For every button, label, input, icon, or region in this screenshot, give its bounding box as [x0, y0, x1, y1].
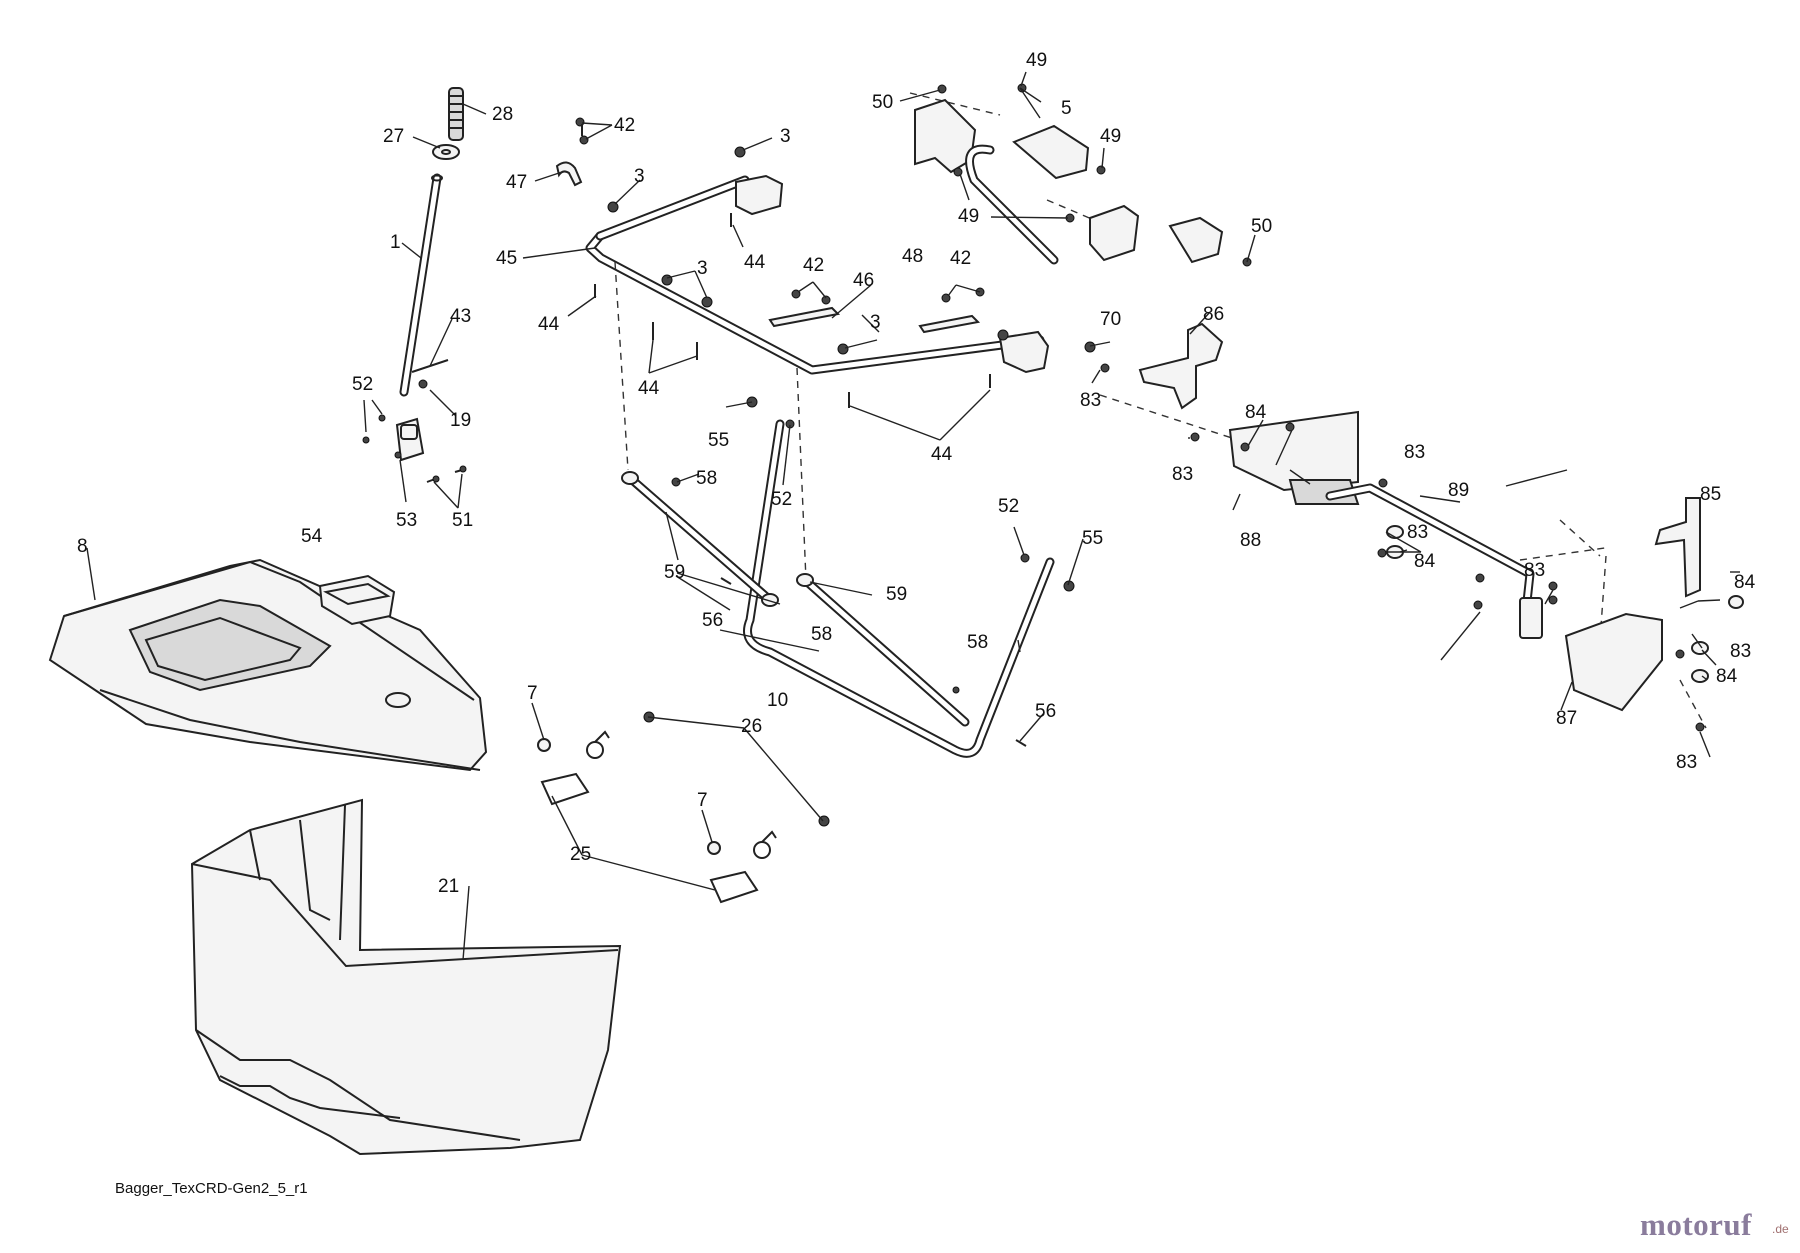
callout-19: 19 [450, 410, 471, 431]
callout-52: 52 [998, 496, 1019, 517]
callout-44: 44 [931, 444, 953, 465]
callout-5: 5 [1061, 98, 1072, 119]
brand-logo-tld: .de [1772, 1222, 1789, 1236]
callout-87: 87 [1556, 708, 1577, 729]
callout-3: 3 [634, 166, 645, 187]
leader-lines [86, 71, 1740, 961]
callout-7: 7 [697, 790, 708, 811]
callout-83: 83 [1080, 390, 1101, 411]
callout-51: 51 [452, 510, 473, 531]
callout-83: 83 [1172, 464, 1193, 485]
callout-83: 83 [1404, 442, 1425, 463]
callout-52: 52 [771, 489, 792, 510]
callout-83: 83 [1676, 752, 1697, 773]
diagram-caption: Bagger_TexCRD-Gen2_5_r1 [115, 1180, 308, 1197]
callout-84: 84 [1414, 551, 1436, 572]
callout-3: 3 [780, 126, 791, 147]
callout-21: 21 [438, 876, 459, 897]
callout-7: 7 [527, 683, 538, 704]
callout-58: 58 [967, 632, 988, 653]
callout-59: 59 [886, 584, 907, 605]
bracket-47-drawing [555, 117, 589, 187]
callout-83: 83 [1524, 560, 1545, 581]
callout-8: 8 [77, 536, 88, 557]
bag-lid-8-drawing [48, 558, 488, 772]
callout-44: 44 [744, 252, 766, 273]
callout-70: 70 [1100, 309, 1121, 330]
callout-26: 26 [741, 716, 762, 737]
callout-55: 55 [1082, 528, 1103, 549]
callout-54: 54 [301, 526, 323, 547]
callout-42: 42 [614, 115, 635, 136]
linkage-right-drawing [1084, 322, 1744, 732]
callout-59: 59 [664, 562, 685, 583]
callout-43: 43 [450, 306, 471, 327]
callout-86: 86 [1203, 304, 1224, 325]
brand-logo: motoruf [1640, 1207, 1752, 1242]
callout-49: 49 [1100, 126, 1121, 147]
callout-48: 48 [902, 246, 923, 267]
callout-85: 85 [1700, 484, 1721, 505]
callout-84: 84 [1245, 402, 1267, 423]
callout-49: 49 [958, 206, 979, 227]
callout-50: 50 [1251, 216, 1272, 237]
callout-50: 50 [872, 92, 893, 113]
callout-42: 42 [950, 248, 971, 269]
lower-frame-10-drawing [621, 396, 1075, 758]
bag-body-21-drawing [190, 798, 622, 1156]
callout-56: 56 [702, 610, 723, 631]
latch-springs-drawing [537, 711, 830, 904]
callout-84: 84 [1716, 666, 1738, 687]
callout-44: 44 [638, 378, 660, 399]
callout-83: 83 [1730, 641, 1751, 662]
callout-47: 47 [506, 172, 527, 193]
callout-58: 58 [696, 468, 717, 489]
callout-55: 55 [708, 430, 729, 451]
callout-84: 84 [1734, 572, 1756, 593]
callout-88: 88 [1240, 530, 1261, 551]
callout-44: 44 [538, 314, 560, 335]
callout-labels: 1 3 3 3 3 5 7 7 8 10 19 21 25 26 27 28 4… [77, 50, 1756, 897]
callout-1: 1 [390, 232, 401, 253]
callout-3: 3 [697, 258, 708, 279]
callout-46: 46 [853, 270, 874, 291]
callout-56: 56 [1035, 701, 1056, 722]
callout-27: 27 [383, 126, 404, 147]
callout-45: 45 [496, 248, 517, 269]
callout-25: 25 [570, 844, 591, 865]
callout-89: 89 [1448, 480, 1469, 501]
callout-42: 42 [803, 255, 824, 276]
callout-3: 3 [870, 312, 881, 333]
callout-28: 28 [492, 104, 513, 125]
callout-10: 10 [767, 690, 788, 711]
callout-58: 58 [811, 624, 832, 645]
callout-83: 83 [1407, 522, 1428, 543]
callout-49: 49 [1026, 50, 1047, 71]
rear-bracket-5-drawing [914, 83, 1252, 267]
callout-53: 53 [396, 510, 417, 531]
callout-52: 52 [352, 374, 373, 395]
